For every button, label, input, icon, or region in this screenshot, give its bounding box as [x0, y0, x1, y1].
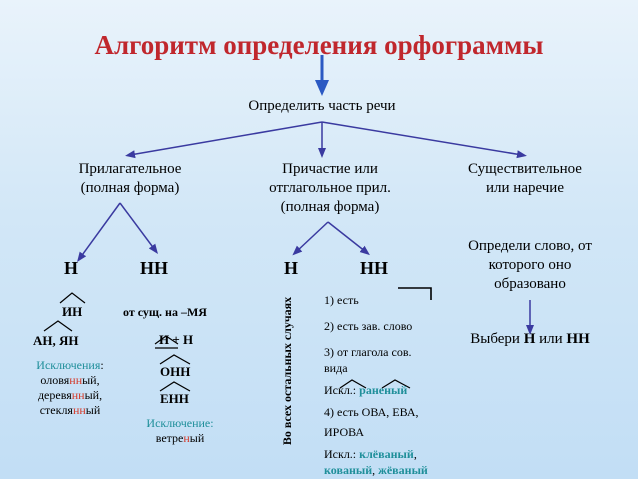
category-participle: Причастие или отглагольное прил. (полная… — [245, 160, 415, 217]
category-noun: Существительное или наречие — [440, 160, 610, 198]
exception-word-4: ветреный — [155, 431, 205, 445]
category-participle-line1: Причастие или — [282, 161, 378, 177]
exception-word-3: стеклянный — [39, 403, 101, 417]
rule-exception-2: Искл.: клёваный, — [324, 447, 417, 461]
adj-exception-2: Исключение: ветреный — [135, 416, 225, 446]
part-n: Н — [284, 258, 299, 278]
exception2-label: Исключение: — [146, 416, 214, 430]
part-nn: НН — [360, 258, 389, 278]
category-participle-line2: отглагольное прил. — [269, 180, 391, 196]
suffix-arc-in — [59, 292, 86, 304]
category-participle-line3: (полная форма) — [280, 199, 380, 215]
from-noun-mya: от сущ. на –МЯ — [123, 305, 207, 319]
rule-exception-2b: кованый, жёваный — [324, 463, 428, 477]
adj-exceptions: Исключения: оловянный, деревянный, стекл… — [30, 358, 110, 418]
adj-nn: НН — [140, 258, 169, 278]
determine-origin: Определи слово, от которого оно образова… — [468, 238, 592, 292]
exception-word-1: оловянный, — [40, 373, 100, 387]
rule-4b: ИРОВА — [324, 425, 365, 439]
arrow-part-n — [292, 221, 329, 256]
category-noun-line2: или наречие — [486, 180, 564, 196]
rule-2: 2) есть зав. слово — [324, 319, 413, 333]
category-adjective-line1: Прилагательное — [78, 161, 182, 177]
category-adjective: Прилагательное (полная форма) — [45, 160, 215, 198]
participle-rules: 1) есть 2) есть зав. слово 3) от глагола… — [324, 292, 454, 478]
arrow-to-adjective — [125, 121, 323, 159]
choose-n-or-nn: Выбери Н или НН — [470, 331, 590, 347]
suffix-arc-n — [154, 335, 179, 345]
category-adjective-line2: (полная форма) — [80, 180, 180, 196]
adj-n: Н — [64, 258, 79, 278]
suffix-enn: ЕНН — [160, 391, 189, 406]
arrow-to-noun — [321, 121, 527, 159]
suffix-arc-enn — [159, 381, 191, 392]
prefix-mark — [398, 287, 432, 300]
suffix-arc-eva — [381, 379, 411, 389]
arrow-adj-nn — [119, 202, 158, 255]
exceptions-label: Исключения — [36, 358, 101, 372]
suffix-arc-onn — [159, 354, 191, 365]
suffix-an-yan: АН, ЯН — [33, 333, 79, 348]
suffix-in: ИН — [62, 304, 83, 319]
all-other-cases: Во всех остальных случаях — [280, 296, 294, 446]
rule-3b: вида — [324, 361, 348, 375]
category-noun-line1: Существительное — [468, 161, 582, 177]
arrow-part-nn — [327, 221, 370, 256]
suffix-onn: ОНН — [160, 364, 191, 379]
rule-exception-1: Искл.: раненый — [324, 383, 408, 397]
exception-word-2: деревянный, — [37, 388, 103, 402]
rule-3a: 3) от глагола сов. — [324, 345, 412, 359]
rule-1: 1) есть — [324, 293, 359, 307]
suffix-n-plus-n: Н + Н — [159, 332, 194, 347]
page-title: Алгоритм определения орфограммы — [94, 30, 544, 60]
arrow-adj-n — [77, 202, 121, 263]
suffix-arc-an — [43, 320, 73, 332]
suffix-arc-ova — [339, 379, 367, 389]
root-node: Определить часть речи — [248, 98, 396, 114]
rule-4: 4) есть ОВА, ЕВА, — [324, 405, 419, 419]
